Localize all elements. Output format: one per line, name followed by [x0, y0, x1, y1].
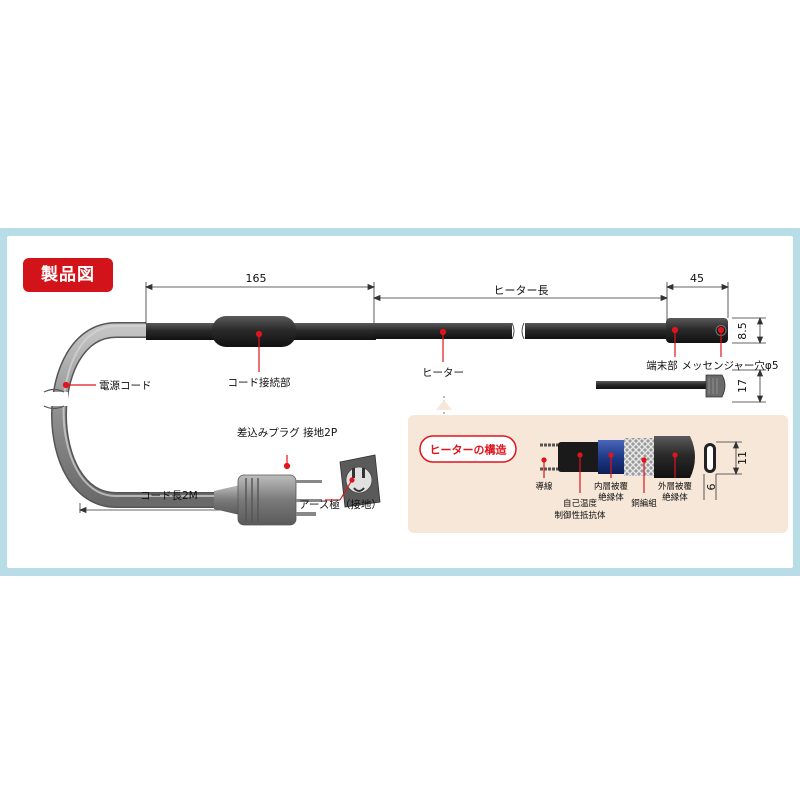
label-cord-length: コード長2M	[140, 490, 198, 502]
label-outer-1: 外層被覆	[658, 481, 693, 492]
cutaway-cable	[540, 436, 716, 478]
label-heater: ヒーター	[422, 367, 464, 379]
label-outer-2: 絶縁体	[662, 492, 688, 503]
label-inner-2: 絶縁体	[598, 492, 624, 503]
plug-face	[339, 454, 381, 508]
dim-section-height: 11	[736, 451, 749, 465]
product-diagram-badge: 製品図	[23, 258, 113, 292]
dim-cord-joint: 165	[246, 272, 267, 285]
power-cord	[38, 322, 220, 508]
label-earth-pole: アース極（接地）	[299, 498, 382, 511]
label-end-part: 端末部	[646, 359, 678, 372]
dimension-lines	[78, 282, 766, 514]
label-conductor: 導線	[535, 481, 553, 492]
label-power-cord: 電源コード	[99, 379, 152, 392]
label-cord-joint: コード接続部	[228, 376, 291, 389]
section-dims	[703, 440, 742, 500]
label-self-temp-1: 自己温度	[563, 498, 598, 509]
dim-end-height: 8.5	[736, 322, 749, 340]
dim-end-length: 45	[690, 272, 704, 285]
plug	[214, 474, 322, 526]
label-plug: 差込みプラグ 接地2P	[237, 426, 337, 439]
label-self-temp-2: 制御性抵抗体	[554, 510, 606, 521]
dim-section-width: 6	[705, 484, 718, 491]
label-inner-1: 内層被覆	[594, 481, 629, 492]
heater-cable	[146, 316, 728, 398]
label-braid: 銅編組	[631, 498, 657, 509]
pointer-lines	[62, 326, 725, 501]
dim-heater-length: ヒーター長	[494, 284, 549, 297]
dim-end-width: 17	[736, 379, 749, 393]
structure-title: ヒーターの構造	[430, 443, 508, 457]
label-messenger-hole: メッセンジャー穴φ5	[681, 359, 778, 372]
